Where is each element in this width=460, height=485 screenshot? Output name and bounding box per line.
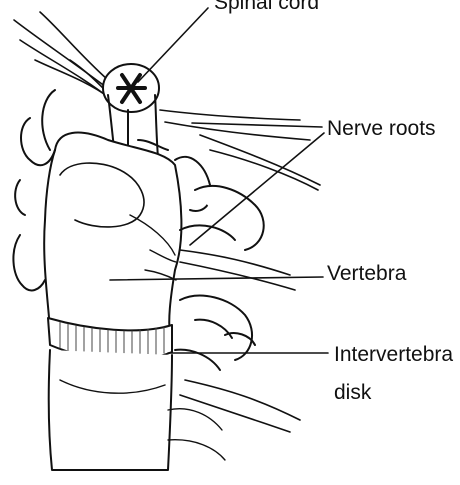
leader-nerve-roots-a [192,123,322,127]
label-vertebra: Vertebra [327,262,406,286]
label-intervertebral-line1: Intervertebra [334,343,453,367]
vertebra-upper [44,133,181,335]
label-spinal-cord: Spinal cord [214,0,319,15]
label-intervertebral-line2: disk [334,381,371,405]
leader-spinal-cord [138,8,208,82]
nerve-fibres-top [14,12,112,100]
label-nerve-roots: Nerve roots [327,117,436,141]
vertebra-lower [49,350,225,470]
